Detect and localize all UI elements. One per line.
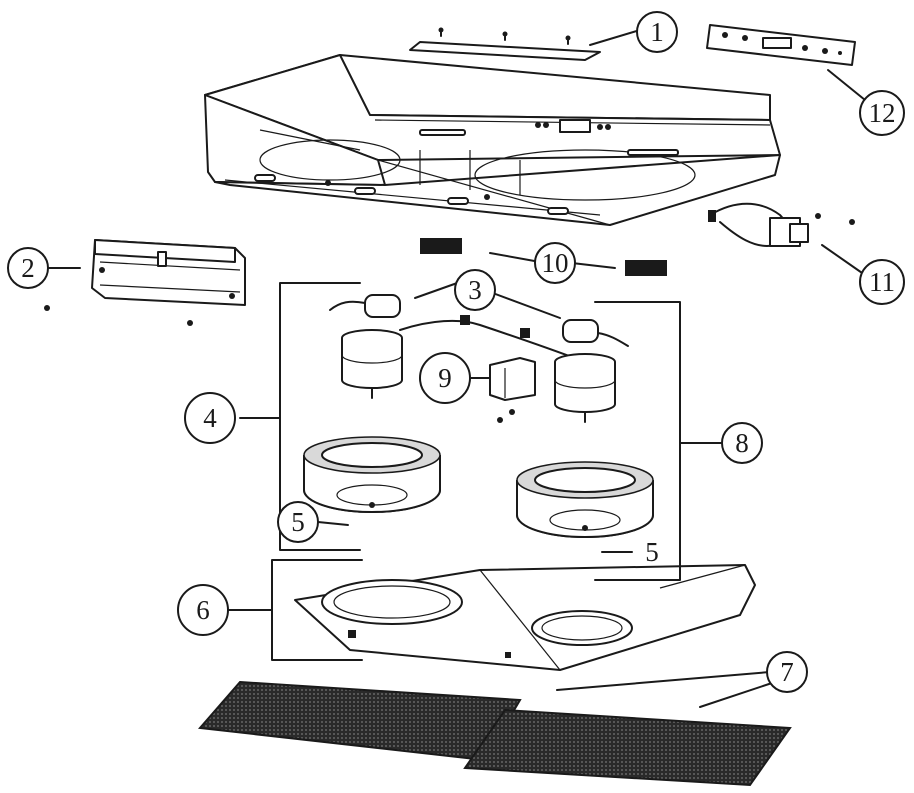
callout-7: 7 (766, 651, 808, 693)
leader-lines (47, 29, 866, 708)
control-panel-plate-part (706, 24, 856, 66)
callout-9: 9 (419, 352, 471, 404)
grease-filter-left (197, 680, 522, 762)
callout-12: 12 (859, 90, 905, 136)
group-bracket-6 (227, 559, 363, 661)
callout-4: 4 (184, 392, 236, 444)
blower-motor-right (554, 353, 616, 423)
svg-text:2: 2 (21, 253, 35, 283)
svg-text:9: 9 (438, 363, 452, 393)
callout-5-right: 5 (645, 537, 659, 567)
svg-text:11: 11 (869, 267, 895, 297)
callout-11: 11 (859, 259, 905, 305)
svg-text:5: 5 (645, 537, 659, 567)
callout-2: 2 (7, 247, 49, 289)
light-assembly-part (420, 238, 667, 276)
junction-box-part (708, 202, 855, 247)
blower-housing-plate-part (294, 564, 756, 671)
callout-10: 10 (534, 242, 576, 284)
callout-8: 8 (721, 422, 763, 464)
svg-text:8: 8 (735, 428, 749, 458)
blower-motor-left (341, 329, 403, 399)
svg-text:6: 6 (196, 595, 210, 625)
hood-housing (204, 54, 781, 226)
blower-wheel-right (516, 461, 654, 538)
control-module-part (489, 357, 536, 423)
svg-text:7: 7 (780, 657, 794, 687)
duct-adapter-part (44, 239, 246, 326)
callout-3: 3 (454, 269, 496, 311)
group-bracket-4 (239, 282, 361, 551)
svg-text:4: 4 (203, 403, 217, 433)
svg-text:12: 12 (869, 98, 896, 128)
svg-text:3: 3 (468, 275, 482, 305)
callout-6: 6 (177, 584, 229, 636)
callout-1: 1 (636, 11, 678, 53)
top-cover-plate-part (409, 27, 601, 61)
blower-wheel-left (303, 436, 441, 513)
svg-text:5: 5 (291, 507, 305, 537)
grease-filter-right (463, 708, 792, 787)
svg-text:10: 10 (542, 248, 569, 278)
svg-text:1: 1 (650, 17, 664, 47)
group-bracket-8 (594, 301, 723, 581)
callout-5-left: 5 (277, 501, 319, 543)
capacitor-part (329, 294, 629, 361)
